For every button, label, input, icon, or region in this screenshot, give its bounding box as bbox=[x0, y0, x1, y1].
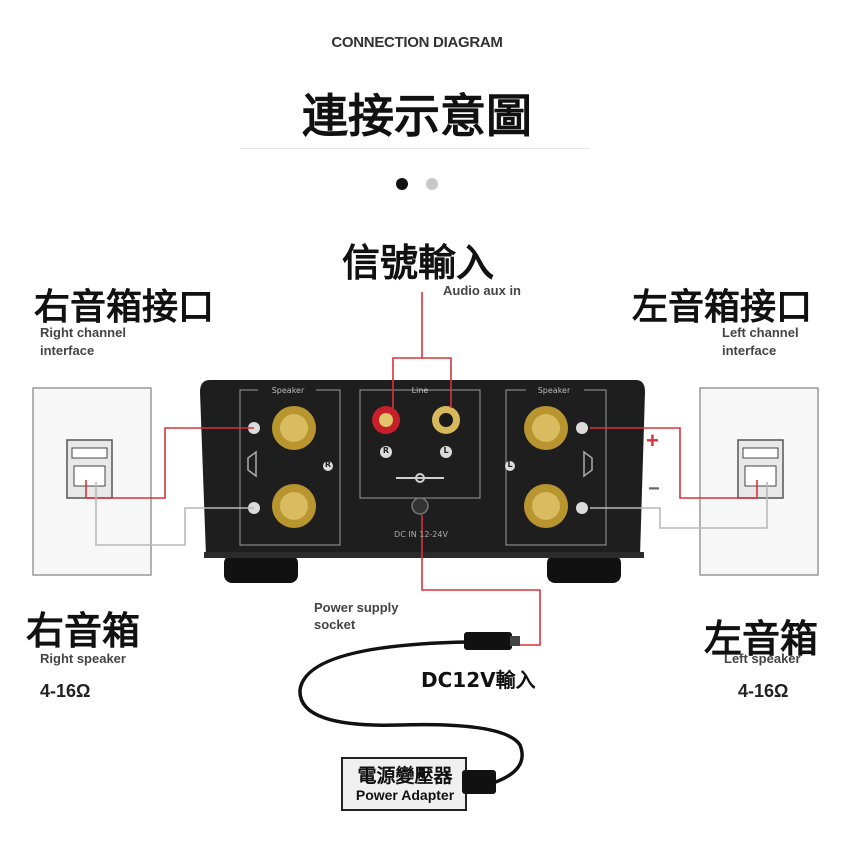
right-speaker-impedance: 4-16Ω bbox=[40, 681, 91, 701]
amp-foot-left bbox=[224, 555, 298, 583]
left-speaker-box bbox=[699, 387, 819, 576]
dc-input-label: DC12V輸入 bbox=[421, 668, 536, 692]
minus-mark: − bbox=[648, 478, 660, 500]
adapter-title: 電源變壓器 bbox=[357, 765, 453, 787]
signal-wires bbox=[85, 292, 758, 646]
input-panel bbox=[359, 389, 481, 515]
right-speaker-title: 右音箱 bbox=[26, 609, 141, 653]
title-underline bbox=[240, 148, 590, 149]
left-speaker-subtitle: Left speaker bbox=[724, 651, 801, 666]
amp-speaker-label-left: Speaker bbox=[271, 386, 305, 395]
power-adapter-box bbox=[341, 757, 496, 811]
left-channel-title: 左音箱接口 bbox=[632, 287, 813, 328]
signal-input-subtitle: Audio aux in bbox=[443, 283, 521, 298]
right-speaker-subtitle: Right speaker bbox=[40, 651, 126, 666]
left-channel-subtitle-1: Left channel bbox=[722, 325, 799, 340]
amp-jack-r-label: R bbox=[382, 446, 390, 455]
right-speaker-box bbox=[32, 387, 152, 576]
diagram-subtitle: CONNECTION DIAGRAM bbox=[331, 34, 503, 51]
amp-terminal-r-label: R bbox=[324, 460, 332, 469]
left-speaker-impedance: 4-16Ω bbox=[738, 681, 789, 701]
ground-wires bbox=[95, 482, 768, 546]
amp-foot-right bbox=[547, 555, 621, 583]
carousel-dot-active[interactable] bbox=[396, 178, 408, 190]
adapter-subtitle: Power Adapter bbox=[355, 787, 455, 803]
diagram-title: 連接示意圖 bbox=[302, 89, 532, 143]
dc-plug bbox=[464, 632, 520, 650]
signal-input-title: 信號輸入 bbox=[342, 241, 495, 285]
carousel-dot[interactable] bbox=[426, 178, 438, 190]
amp-jack-l-label: L bbox=[443, 446, 449, 455]
left-speaker-title: 左音箱 bbox=[704, 617, 819, 661]
amp-speaker-label-right: Speaker bbox=[537, 386, 571, 395]
right-channel-subtitle-2: interface bbox=[40, 343, 95, 358]
right-channel-title: 右音箱接口 bbox=[34, 287, 215, 328]
power-cable bbox=[298, 640, 524, 785]
amp-dc-in-label: DC IN 12-24V bbox=[394, 530, 448, 539]
amp-terminal-l-label: L bbox=[507, 460, 513, 469]
left-channel-subtitle-2: interface bbox=[722, 343, 777, 358]
speaker-terminal-panel-right bbox=[505, 385, 607, 546]
amp-input-label: Line bbox=[411, 386, 429, 395]
right-channel-subtitle-1: Right channel bbox=[40, 325, 126, 340]
speaker-terminal-panel-left bbox=[239, 385, 341, 546]
power-socket-label-2: socket bbox=[314, 617, 356, 632]
power-socket-label-1: Power supply bbox=[314, 600, 399, 615]
plus-mark: + bbox=[646, 428, 659, 453]
